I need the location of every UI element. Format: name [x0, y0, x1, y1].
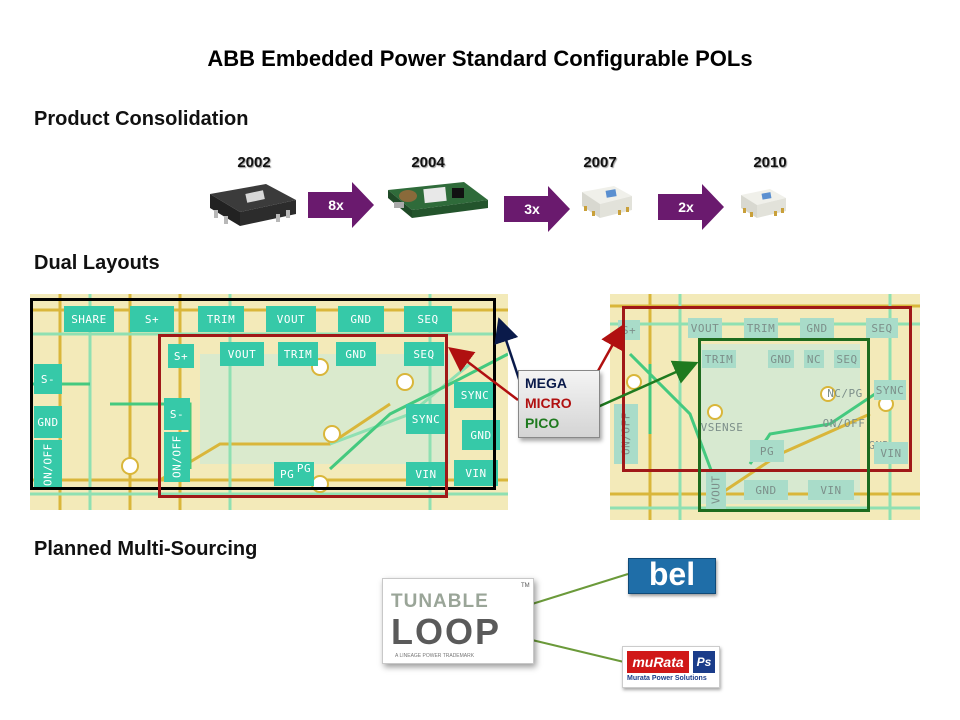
pad-s-minus: S- [164, 398, 190, 430]
pad-seq: SEQ [404, 342, 444, 366]
murata-logo-text: muRata [627, 651, 689, 673]
pad-pg: PG [750, 440, 784, 462]
growth-factor-label: 8x [328, 197, 344, 213]
module-2007-image [578, 182, 634, 226]
module-2002-image [206, 180, 298, 232]
growth-factor-label: 3x [524, 201, 540, 217]
slide-title: ABB Embedded Power Standard Configurable… [207, 46, 753, 71]
pad-gnd: GND [338, 306, 384, 332]
pad-s-minus: S- [34, 364, 62, 394]
year-label: 2004 [411, 154, 445, 171]
dual-layout-left-pcb: SHARE S+ TRIM VOUT GND SEQ S- GND ON/OFF… [30, 294, 508, 510]
pad-sync: SYNC [874, 380, 906, 400]
pad-trim: TRIM [198, 306, 244, 332]
loop-text: LOOP [391, 611, 502, 652]
pad-trim: TRIM [744, 318, 778, 338]
module-2010-image [738, 186, 788, 226]
pad-s-plus: S+ [130, 306, 174, 332]
tunable-loop-logo: TUNABLE LOOP A LINEAGE POWER TRADEMARK T… [382, 578, 534, 664]
murata-subtitle: Murata Power Solutions [627, 675, 707, 682]
pad-vout: VOUT [220, 342, 264, 366]
module-2004-image [386, 180, 490, 230]
pad-sync: SYNC [454, 382, 496, 408]
legend-micro: MICRO [525, 395, 572, 411]
pad-vout: VOUT [688, 318, 722, 338]
tunable-subtitle: A LINEAGE POWER TRADEMARK [395, 653, 475, 659]
pad-nc: NC [804, 350, 824, 368]
pad-share: SHARE [64, 306, 114, 332]
pad-gnd: GND [34, 406, 62, 438]
pad-gnd: GND [744, 480, 788, 500]
growth-factor-label: 2x [678, 199, 694, 215]
murata-ps-mark: Ps [693, 651, 715, 673]
pad-gnd: GND [768, 350, 794, 368]
section-dual-layouts: Dual Layouts [34, 252, 160, 274]
pad-vin: VIN [874, 442, 908, 464]
pad-pg-label: PG [296, 461, 312, 475]
pico-outline [698, 338, 870, 512]
section-product-consolidation: Product Consolidation [34, 108, 249, 130]
micro-outline [622, 306, 912, 472]
pad-vin: VIN [808, 480, 854, 500]
pad-seq: SEQ [834, 350, 860, 368]
pad-pg: PG [274, 462, 314, 486]
pad-trim: TRIM [278, 342, 318, 366]
year-label: 2002 [237, 154, 271, 171]
dual-layout-right-pcb: S+ VOUT TRIM GND SEQ TRIM GND NC SEQ SYN… [610, 294, 920, 520]
murata-logo: muRata Ps Murata Power Solutions [622, 646, 720, 688]
growth-arrow: 3x [504, 186, 570, 232]
pad-trim: TRIM [702, 350, 736, 368]
pad-gnd: GND [800, 318, 834, 338]
pad-s-plus: S+ [168, 344, 194, 368]
year-label: 2007 [583, 154, 617, 171]
year-label: 2010 [753, 154, 787, 171]
bel-logo-text: bel [648, 556, 696, 592]
tunable-text: TUNABLE [391, 591, 489, 612]
pad-vin: VIN [454, 460, 498, 486]
pad-on-off: ON/OFF [822, 416, 866, 430]
pad-seq: SEQ [404, 306, 452, 332]
legend-pico: PICO [525, 415, 560, 431]
pad-sync: SYNC [406, 404, 446, 434]
pad-vin: VIN [406, 462, 446, 486]
pad-vsense: VSENSE [700, 420, 744, 434]
layout-legend: MEGA MICRO PICO [518, 370, 600, 438]
pad-nc-pg: NC/PG [827, 386, 863, 400]
legend-mega: MEGA [525, 375, 567, 391]
pad-seq: SEQ [866, 318, 898, 338]
bel-logo: bel [628, 556, 716, 594]
pad-vout: VOUT [266, 306, 316, 332]
section-planned-multi-sourcing: Planned Multi-Sourcing [34, 538, 258, 560]
growth-arrow: 2x [658, 184, 724, 230]
micro-outline [158, 334, 448, 498]
trademark-mark: TM [521, 583, 530, 589]
mega-outline [30, 298, 496, 490]
pad-gnd: GND [336, 342, 376, 366]
growth-arrow: 8x [308, 182, 374, 228]
